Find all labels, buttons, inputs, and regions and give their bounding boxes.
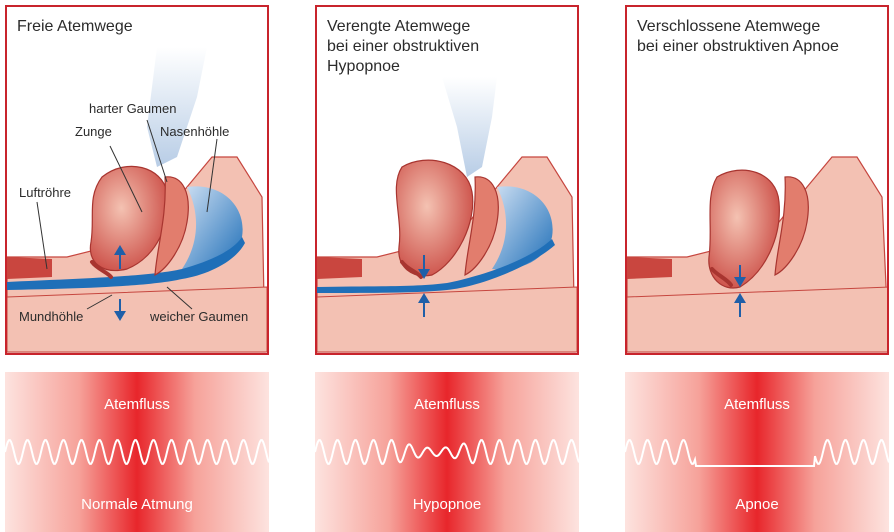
label-nasal-cavity: Nasenhöhle [160,124,229,139]
label-trachea: Luftröhre [19,185,71,200]
airflow-title: Atemfluss [315,396,579,413]
airflow-caption: Apnoe [625,496,889,513]
airflow-title: Atemfluss [625,396,889,413]
panel-title: Freie Atemwege [17,17,133,37]
airflow-caption: Hypopnoe [315,496,579,513]
airflow-apnea: Atemfluss Apnoe [625,372,889,532]
panel-title: Verschlossene Atemwege bei einer obstruk… [637,17,839,57]
airflow-hypopnea: Atemfluss Hypopnoe [315,372,579,532]
anatomy-illustration-closed [627,7,889,353]
anatomy-illustration-free [7,7,267,353]
panel-closed-airway: Verschlossene Atemwege bei einer obstruk… [625,5,889,355]
label-oral-cavity: Mundhöhle [19,309,83,324]
title-line: Freie Atemwege [17,17,133,37]
label-tongue: Zunge [75,124,112,139]
airflow-normal: Atemfluss Normale Atmung [5,372,269,532]
panel-title: Verengte Atemwege bei einer obstruktiven… [327,17,479,77]
title-line: bei einer obstruktiven Apnoe [637,37,839,57]
panel-narrowed-airway: Verengte Atemwege bei einer obstruktiven… [315,5,579,355]
label-soft-palate: weicher Gaumen [150,309,248,324]
panel-free-airway: Freie Atemwege harter Gaumen Zunge Nasen… [5,5,269,355]
label-hard-palate: harter Gaumen [89,101,176,116]
airflow-caption: Normale Atmung [5,496,269,513]
airflow-title: Atemfluss [5,396,269,413]
title-line: bei einer obstruktiven [327,37,479,57]
title-line: Hypopnoe [327,57,479,77]
title-line: Verengte Atemwege [327,17,479,37]
title-line: Verschlossene Atemwege [637,17,839,37]
